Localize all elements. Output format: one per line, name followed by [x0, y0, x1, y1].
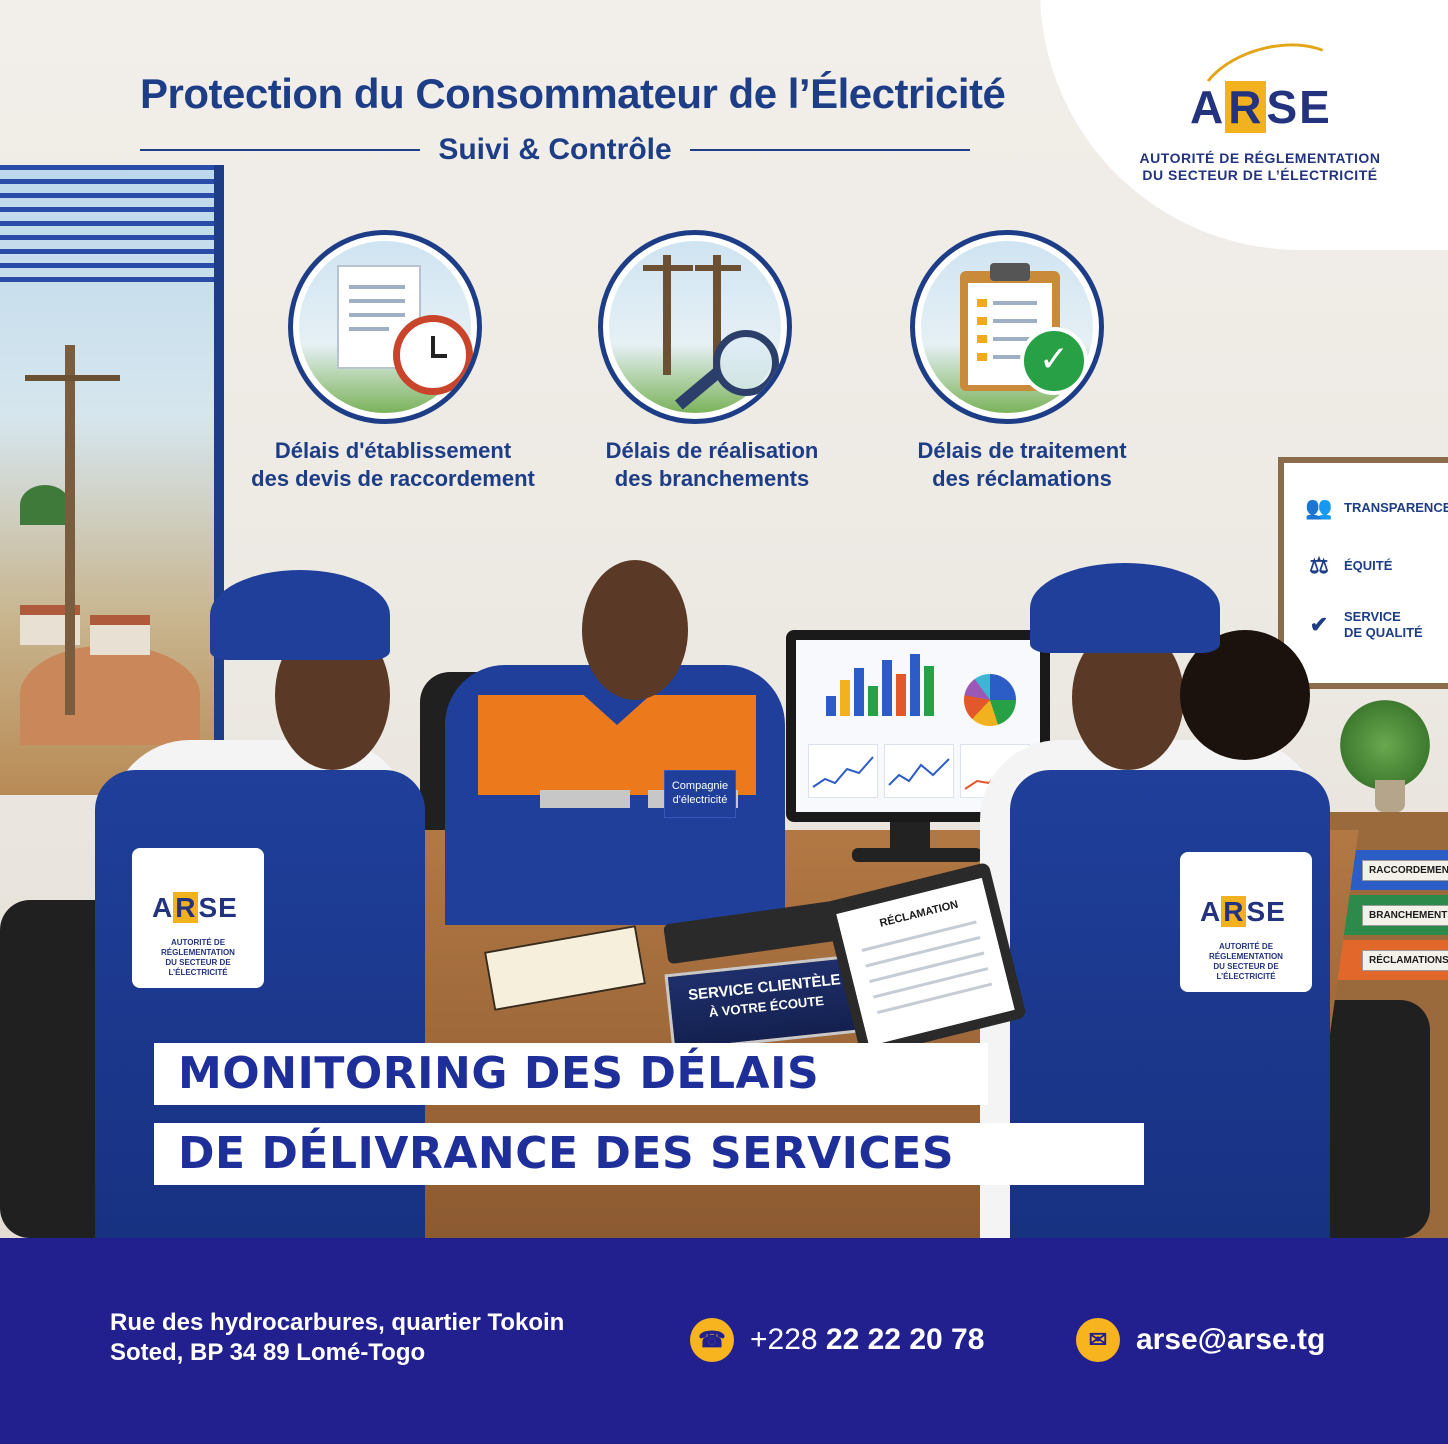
blind-slat: [0, 165, 214, 170]
left-vest-badge: ARSE AUTORITÉ DE RÉGLEMENTATION DU SECTE…: [132, 848, 264, 988]
logo-text-line2: DU SECTEUR DE L’ÉLECTRICITÉ: [1142, 167, 1378, 183]
subtitle-row: Suivi & Contrôle: [140, 130, 971, 170]
footer-email[interactable]: ✉ arse@arse.tg: [1076, 1318, 1325, 1362]
page-subtitle: Suivi & Contrôle: [438, 133, 672, 166]
value-transparence: 👥 TRANSPARENCE: [1304, 493, 1448, 523]
reflective-strip: [540, 790, 630, 808]
monitor-stand: [890, 822, 930, 852]
arse-logo: ARSE AUTORITÉ DE RÉGLEMENTATION DU SECTE…: [1120, 27, 1400, 200]
feature-label-reclamations: Délais de traitement des réclamations: [917, 438, 1127, 491]
headline-line1: MONITORING DES DÉLAIS: [154, 1043, 988, 1105]
check-circle-icon: ✔: [1309, 612, 1329, 637]
blind-slat: [0, 207, 214, 212]
headline-line2: DE DÉLIVRANCE DES SERVICES: [154, 1123, 1144, 1185]
blind-slat: [0, 249, 214, 254]
logo-text: AUTORITÉ DE RÉGLEMENTATION DU SECTEUR DE…: [1120, 150, 1400, 184]
trend-graphic: [884, 744, 954, 798]
trend-graphic: [808, 744, 878, 798]
utility-pole-crossbar: [25, 375, 120, 381]
window: [0, 165, 224, 795]
feature-circle-reclamations: ✓: [910, 230, 1104, 424]
people-icon: 👥: [1305, 495, 1333, 520]
binder-raccordements: RACCORDEMENTS: [1336, 850, 1448, 890]
right-vest-badge: ARSE AUTORITÉ DE RÉGLEMENTATION DU SECTE…: [1180, 852, 1312, 992]
palm-tree: [20, 485, 70, 525]
plant-pot: [1375, 780, 1405, 812]
value-equite: ⚖ ÉQUITÉ: [1304, 551, 1392, 581]
footer-address: Rue des hydrocarbures, quartier Tokoin S…: [110, 1309, 565, 1366]
feature-circle-devis: [288, 230, 482, 424]
phone-icon: ☎: [690, 1318, 734, 1362]
illustration-scene: Protection du Consommateur de l’Électric…: [0, 0, 1448, 1238]
scales-icon: ⚖: [1309, 553, 1329, 578]
logo-text-line1: AUTORITÉ DE RÉGLEMENTATION: [1139, 150, 1381, 166]
blind-slat: [0, 263, 214, 268]
values-board: 👥 TRANSPARENCE ⚖ ÉQUITÉ ✔ SERVICE DE QUA…: [1278, 457, 1448, 689]
logo-mark: ARSE: [1190, 81, 1332, 133]
page-title: Protection du Consommateur de l’Électric…: [140, 70, 1006, 117]
feature-circle-branchements: [598, 230, 792, 424]
uniform-badge: Compagnie d'électricité: [664, 770, 736, 818]
left-person-cap: [210, 570, 390, 660]
divider-left: [140, 149, 421, 151]
mail-icon: ✉: [1076, 1318, 1120, 1362]
house: [90, 615, 150, 655]
footer-phone[interactable]: ☎ +228 22 22 20 78: [690, 1318, 984, 1362]
footer: Rue des hydrocarbures, quartier Tokoin S…: [0, 1238, 1448, 1444]
blind-slat: [0, 193, 214, 198]
blind-slat: [0, 179, 214, 184]
binder-branchements: BRANCHEMENTS: [1336, 895, 1448, 935]
utility-pole: [65, 345, 75, 715]
value-service-qualite: ✔ SERVICE DE QUALITÉ: [1304, 609, 1423, 641]
feature-label-devis: Délais d'établissement des devis de racc…: [251, 438, 535, 491]
monitor-base: [852, 848, 982, 862]
right-person-cap: [1030, 563, 1220, 653]
blind-slat: [0, 235, 214, 240]
blind-slat: [0, 277, 214, 282]
center-person-head: [582, 560, 688, 700]
dirt-road: [20, 645, 200, 745]
feature-label-branchements: Délais de réalisation des branchements: [605, 438, 819, 491]
binder-reclamations: RÉCLAMATIONS: [1336, 940, 1448, 980]
plant: [1340, 700, 1430, 790]
pie-graphic: [964, 674, 1016, 726]
blind-slat: [0, 221, 214, 226]
divider-right: [689, 149, 971, 151]
